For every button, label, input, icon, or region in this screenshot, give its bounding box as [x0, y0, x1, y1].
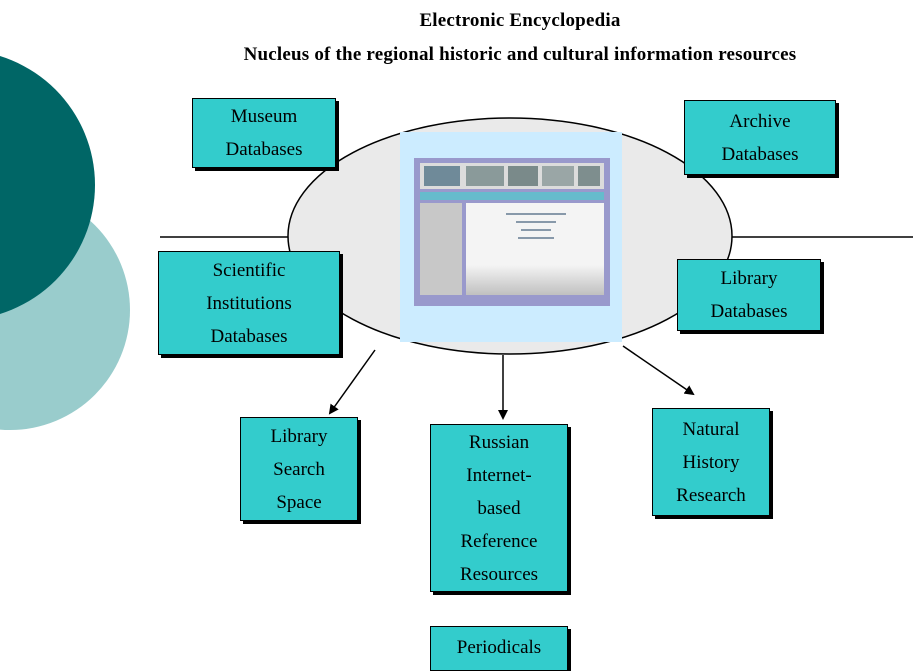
museum-databases-box: Museum Databases	[192, 98, 336, 168]
box-label-line: Russian	[468, 431, 530, 453]
screenshot-content	[466, 203, 604, 295]
box-label-line: Museum	[230, 106, 298, 127]
screenshot-header	[420, 163, 604, 189]
box-label-line: Library	[270, 425, 328, 447]
box-label-line: Library	[720, 268, 778, 289]
decorative-circle-dark	[0, 56, 95, 314]
archive-databases-box: Archive Databases	[684, 100, 836, 175]
box-label-line: Databases	[721, 143, 799, 165]
box-label-line: Reference	[460, 530, 538, 552]
natural-history-research-box: Natural History Research	[652, 408, 770, 516]
box-label-line: Databases	[210, 325, 288, 347]
library-search-space-box: Library Search Space	[240, 417, 358, 521]
scientific-institutions-databases-box: Scientific Institutions Databases	[158, 251, 340, 355]
arrow-to-library-search	[328, 349, 376, 415]
box-label-line: Internet-	[466, 464, 532, 486]
box-label-line: Institutions	[206, 292, 292, 314]
library-databases-box: Library Databases	[677, 259, 821, 331]
box-label-line: Natural	[682, 418, 740, 440]
box-label-line: Databases	[710, 301, 788, 322]
box-label-line: Periodicals	[456, 637, 542, 658]
box-label-line: Search	[273, 458, 325, 480]
screenshot-frame	[414, 158, 610, 306]
box-label-line: Space	[276, 491, 322, 513]
arrow-to-natural-history	[622, 345, 695, 396]
box-label-line: Databases	[225, 139, 303, 160]
box-label-line: based	[477, 497, 521, 519]
box-label-line: Resources	[459, 563, 539, 585]
box-label-line: History	[682, 451, 740, 473]
box-label-line: Scientific	[212, 259, 286, 281]
screenshot-sidebar	[420, 203, 462, 295]
box-label-line: Research	[676, 484, 746, 506]
screenshot-nav-band	[420, 192, 604, 200]
periodicals-box: Periodicals	[430, 626, 568, 671]
russian-internet-reference-resources-box: Russian Internet- based Reference Resour…	[430, 424, 568, 592]
diagram-subtitle: Nucleus of the regional historic and cul…	[243, 44, 797, 65]
encyclopedia-website-screenshot	[400, 132, 622, 342]
diagram-title: Electronic Encyclopedia	[419, 10, 621, 31]
box-label-line: Archive	[729, 110, 791, 132]
